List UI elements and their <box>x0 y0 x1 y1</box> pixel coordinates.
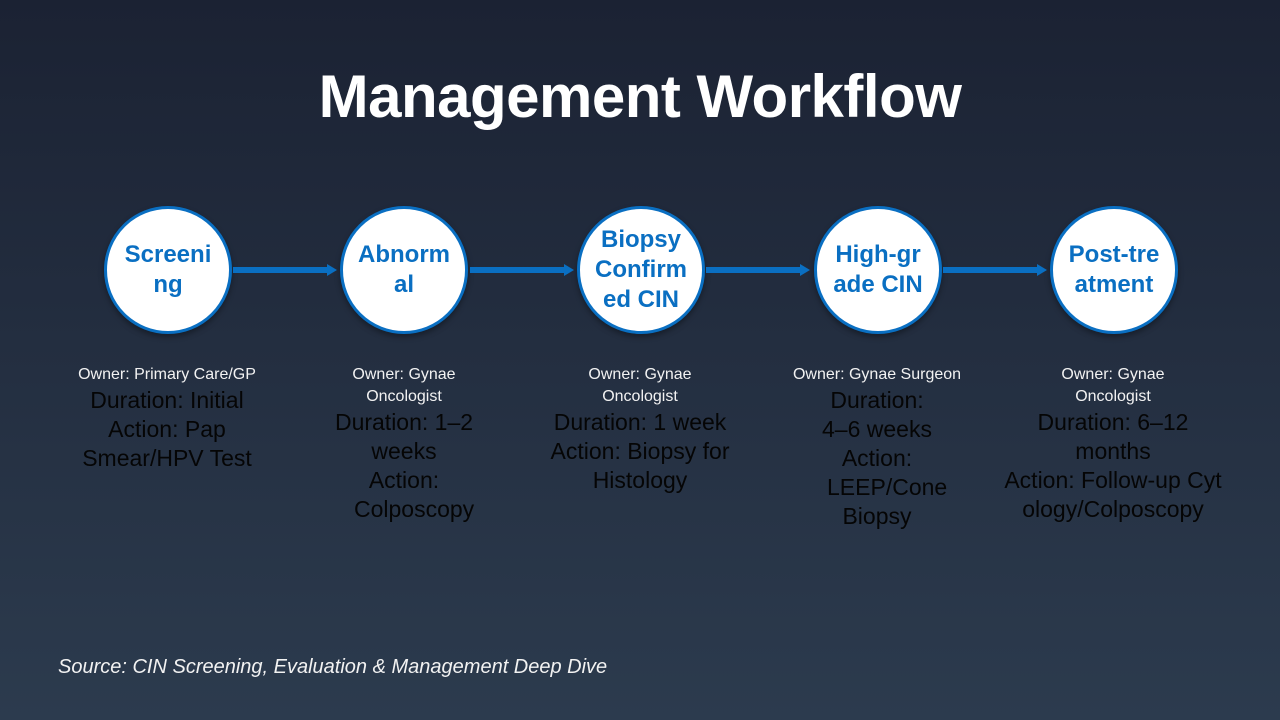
step-label: High-grade CIN <box>833 241 923 298</box>
step-details: Owner: Gynae Surgeon Duration: 4–6 weeks… <box>767 364 987 531</box>
step-details: Owner: Gynae Oncologist Duration: 6–12 m… <box>1003 364 1223 524</box>
step-label: Screening <box>124 241 212 298</box>
step-owner: Owner: Gynae Oncologist <box>1061 366 1165 405</box>
source-citation: Source: CIN Screening, Evaluation & Mana… <box>58 656 608 678</box>
workflow-step-screening: Screening <box>104 206 232 334</box>
step-action: Action: LEEP/Cone Biopsy <box>827 445 948 529</box>
arrow-icon <box>943 264 1047 276</box>
workflow-step-biopsy-confirmed: Biopsy Confirmed CIN <box>577 206 705 334</box>
step-owner: Owner: Gynae Oncologist <box>588 366 692 405</box>
step-owner: Owner: Primary Care/GP <box>78 366 256 383</box>
step-action: Action: Follow-up Cytology/Colposcopy <box>1004 467 1222 522</box>
step-owner: Owner: Gynae Oncologist <box>352 366 456 405</box>
workflow-step-abnormal: Abnormal <box>340 206 468 334</box>
step-details: Owner: Gynae Oncologist Duration: 1–2 we… <box>314 364 494 524</box>
step-details: Owner: Primary Care/GP Duration: Initial… <box>56 364 278 473</box>
workflow-step-high-grade: High-grade CIN <box>814 206 942 334</box>
step-action: Action: Colposcopy <box>354 467 475 522</box>
step-action: Action: Pap Smear/HPV Test <box>82 416 252 471</box>
step-duration: Duration: Initial <box>90 387 244 413</box>
step-label: Biopsy Confirmed CIN <box>595 226 687 313</box>
step-details: Owner: Gynae Oncologist Duration: 1 week… <box>530 364 750 495</box>
workflow-step-post-treatment: Post-treatment <box>1050 206 1178 334</box>
step-duration: Duration: 1–2 weeks <box>334 409 474 464</box>
step-label: Abnormal <box>358 241 450 298</box>
step-label: Post-treatment <box>1068 241 1160 298</box>
step-duration: Duration: 1 week <box>553 409 727 435</box>
step-action: Action: Biopsy for Histology <box>550 438 730 493</box>
step-duration: Duration: 6–12 months <box>1037 409 1189 464</box>
slide-title: Management Workflow <box>318 63 962 130</box>
arrow-icon <box>470 264 574 276</box>
arrow-icon <box>233 264 337 276</box>
step-duration: Duration: 4–6 weeks <box>822 387 932 442</box>
arrow-icon <box>706 264 810 276</box>
step-owner: Owner: Gynae Surgeon <box>792 366 962 383</box>
